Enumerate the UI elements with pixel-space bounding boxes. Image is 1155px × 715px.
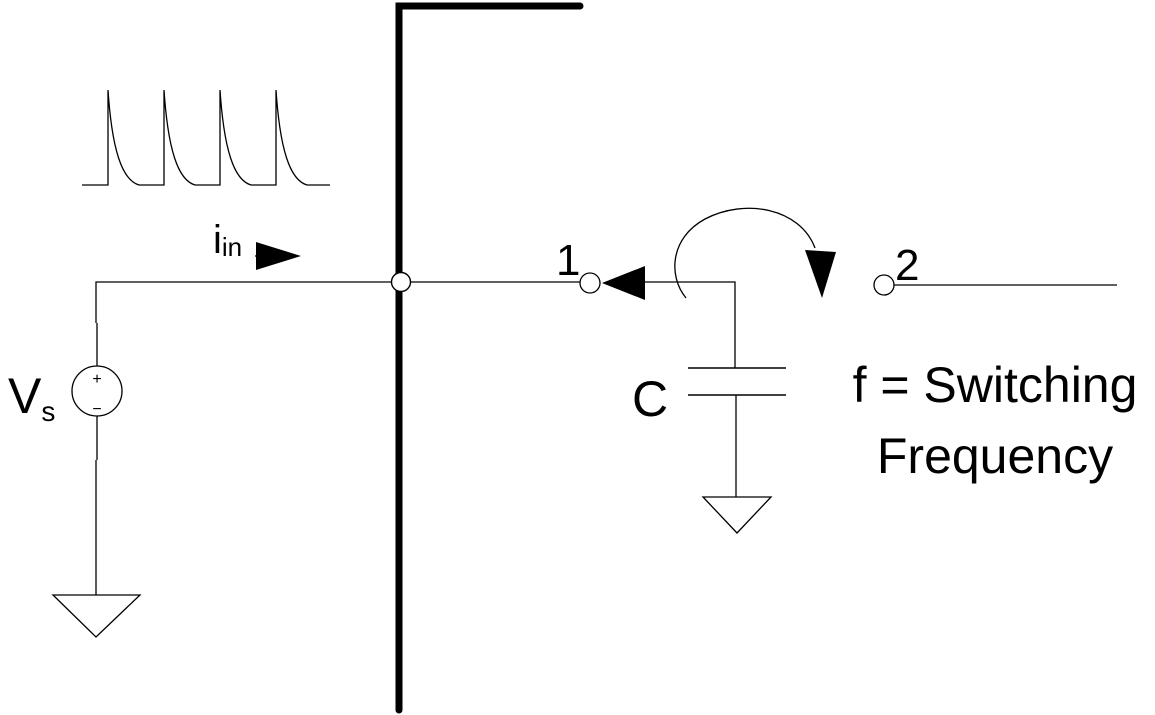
- terminal-1-label: 1: [556, 236, 580, 285]
- toggle-arrowhead: [805, 250, 836, 298]
- frequency-note-line1: f = Switching: [853, 357, 1138, 413]
- current-label: iin: [213, 218, 242, 262]
- source-top-wire: [95, 281, 393, 323]
- current-label-main: i: [213, 218, 222, 262]
- input-current-waveform: [82, 89, 330, 186]
- terminal-2-label: 2: [895, 241, 919, 290]
- thick-node-bar: [395, 2, 584, 714]
- source-ground-icon: [51, 594, 142, 638]
- source-plus-sign: +: [92, 371, 101, 388]
- switch-terminal-2: [873, 274, 895, 296]
- voltage-source: [71, 365, 123, 417]
- source-label-main: V: [8, 368, 42, 424]
- toggle-curve-arrow: [674, 207, 816, 299]
- capacitor-ground-icon: [701, 496, 773, 534]
- source-label: Vs: [8, 368, 55, 427]
- source-label-sub: s: [41, 396, 55, 427]
- capacitor-label: C: [632, 371, 668, 427]
- switch-terminal-1: [579, 272, 601, 294]
- current-arrow-head: [256, 242, 301, 270]
- switch-blade-wire: [640, 281, 736, 368]
- frequency-note-line2: Frequency: [877, 428, 1113, 484]
- junction-node: [390, 271, 412, 293]
- switch-blade-arrowhead: [602, 266, 645, 300]
- current-label-sub: in: [222, 232, 242, 262]
- source-minus-sign: −: [92, 401, 101, 418]
